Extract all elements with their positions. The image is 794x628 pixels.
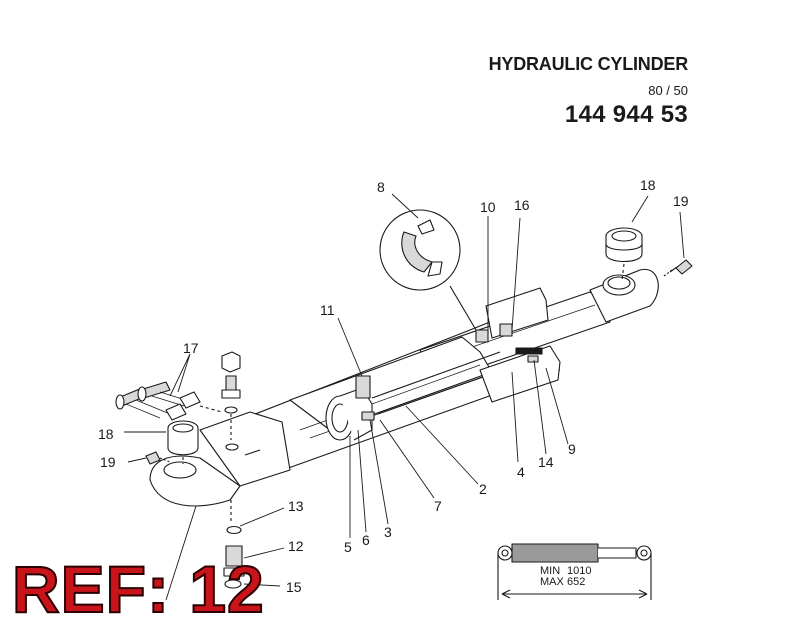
callout-18-right: 18 <box>640 177 656 193</box>
callout-labels: 8 10 16 18 19 11 17 18 19 9 14 4 2 7 3 6… <box>98 177 689 595</box>
bushing-18-right <box>605 227 643 281</box>
bolt-top <box>221 351 241 440</box>
leader-lines <box>124 193 685 601</box>
callout-11: 11 <box>320 302 335 318</box>
callout-17: 17 <box>183 340 199 356</box>
dim-min-label: MIN <box>540 565 560 577</box>
dimension-labels: MIN 1010 MAX 652 <box>540 565 591 588</box>
callout-19-left: 19 <box>100 454 116 470</box>
callout-14: 14 <box>538 454 554 470</box>
callout-19-right: 19 <box>673 193 689 209</box>
drawing-title: HYDRAULIC CYLINDER <box>488 54 689 74</box>
callout-13: 13 <box>288 498 304 514</box>
cylinder-size: 80 / 50 <box>648 83 688 98</box>
grease-nipple-19-right <box>663 259 693 277</box>
callout-3: 3 <box>384 524 392 540</box>
cylinder-base <box>149 411 291 507</box>
stroke-dimension-schematic <box>497 543 652 600</box>
callout-18-left: 18 <box>98 426 114 442</box>
callout-5: 5 <box>344 539 352 555</box>
callout-2: 2 <box>479 481 487 497</box>
part-number: 144 944 53 <box>564 101 688 128</box>
ref-label: REF: 12 <box>11 552 265 626</box>
callout-12: 12 <box>288 538 304 554</box>
grease-nipple-19-left <box>145 451 171 465</box>
callout-15: 15 <box>286 579 302 595</box>
fittings-17 <box>115 381 223 421</box>
callout-9: 9 <box>568 441 576 457</box>
cylinder-head <box>475 287 561 403</box>
rod-end-eye <box>589 268 659 323</box>
callout-4: 4 <box>517 464 525 480</box>
seal-detail-magnifier <box>379 209 477 331</box>
dim-min-value: 1010 <box>567 565 591 577</box>
callout-8: 8 <box>377 179 385 195</box>
piston <box>325 375 375 441</box>
callout-6: 6 <box>362 532 370 548</box>
dim-max-value: 652 <box>567 576 585 588</box>
dim-max-label: MAX <box>540 576 565 588</box>
callout-7: 7 <box>434 498 442 514</box>
bushing-18-left <box>167 420 199 464</box>
callout-10: 10 <box>480 199 496 215</box>
bolt-bottom <box>223 500 245 589</box>
callout-16: 16 <box>514 197 530 213</box>
